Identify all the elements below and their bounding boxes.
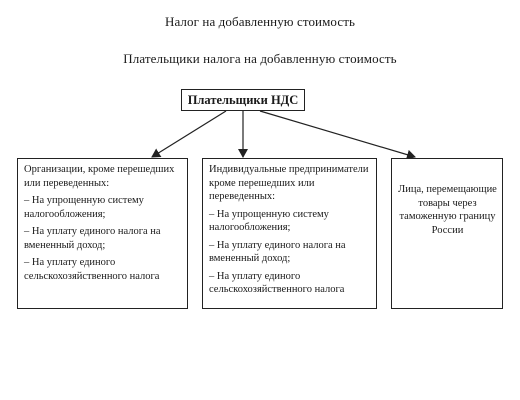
box-heading: Индивидуальные предприниматели кроме пер… bbox=[209, 164, 369, 202]
box-entrepreneurs: Индивидуальные предприниматели кроме пер… bbox=[202, 158, 377, 309]
page-subtitle: Плательщики налога на добавленную стоимо… bbox=[123, 51, 397, 66]
box-heading: Организации, кроме перешедших или переве… bbox=[24, 164, 175, 189]
box-item: – На уплату единого сельскохозяйственног… bbox=[24, 257, 160, 282]
box-item: – На уплату единого налога на вмененный … bbox=[209, 239, 346, 265]
arrow-to-organizations bbox=[151, 110, 227, 158]
box-persons-moving-goods: Лица, перемещающие товары через таможенн… bbox=[391, 158, 503, 309]
box-item: – На упрощенную систему налогообложения; bbox=[24, 195, 144, 220]
root-node-vat-payers: Плательщики НДС bbox=[181, 89, 305, 111]
page-title: Налог на добавленную стоимость bbox=[164, 14, 356, 29]
arrow-to-persons bbox=[259, 110, 416, 160]
box-item: – На уплату единого налога на вмененный … bbox=[24, 226, 161, 251]
box-item: – На уплату единого сельскохозяйственног… bbox=[209, 270, 345, 296]
box-heading: Лица, перемещающие товары через таможенн… bbox=[398, 184, 497, 236]
box-item: – На упрощенную систему налогообложения; bbox=[209, 208, 329, 234]
box-organizations: Организации, кроме перешедших или переве… bbox=[17, 158, 188, 309]
